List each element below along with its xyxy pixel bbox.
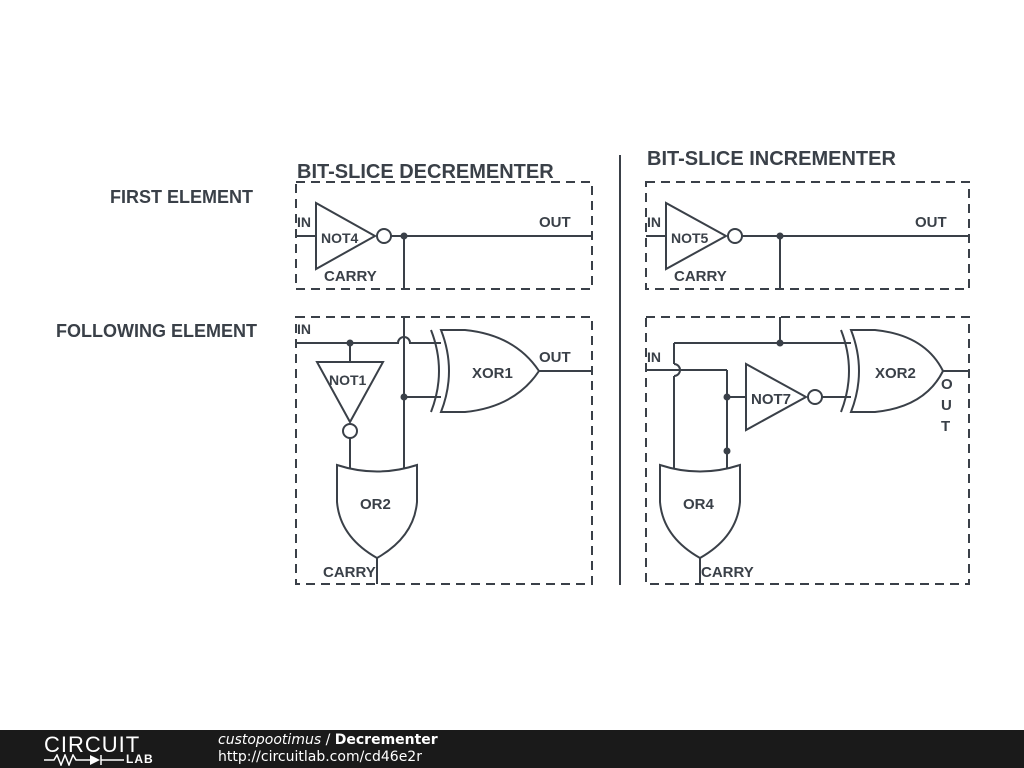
not-gate <box>315 201 378 271</box>
resistor-diode-icon <box>44 754 124 766</box>
in-label: IN <box>297 214 311 230</box>
or2-label: OR2 <box>360 496 391 513</box>
credit-separator: / <box>321 732 335 748</box>
out-vertical-t: T <box>941 418 950 435</box>
incrementer-heading: BIT-SLICE INCREMENTER <box>647 148 896 170</box>
or-gate <box>336 463 418 560</box>
out-vertical-o: O <box>941 376 953 393</box>
footer-bar: CIRCUIT LAB custopootimus / Decrementer … <box>0 730 1024 768</box>
not-gate <box>315 361 385 425</box>
not1-label: NOT1 <box>329 372 367 388</box>
xor-gate <box>849 329 945 413</box>
in-label: IN <box>647 214 661 230</box>
carry-label: CARRY <box>324 268 377 285</box>
circuit-schematic: BIT-SLICE DECREMENTER BIT-SLICE INCREMEN… <box>56 148 970 585</box>
not5-label: NOT5 <box>671 230 709 246</box>
not-gate <box>665 201 729 271</box>
first-element-label: FIRST ELEMENT <box>110 187 253 207</box>
in-label: IN <box>647 349 661 365</box>
circuitlab-logo-sub: LAB <box>126 752 154 766</box>
xor1-label: XOR1 <box>472 365 513 382</box>
circuit-url-link[interactable]: http://circuitlab.com/cd46e2r <box>218 749 422 765</box>
not-gate <box>745 362 809 432</box>
not7-label: NOT7 <box>751 391 791 408</box>
out-label: OUT <box>539 214 571 231</box>
in-label: IN <box>297 321 311 337</box>
xor2-label: XOR2 <box>875 365 916 382</box>
out-label: OUT <box>915 214 947 231</box>
following-element-label: FOLLOWING ELEMENT <box>56 321 257 341</box>
or4-label: OR4 <box>683 496 715 513</box>
carry-label: CARRY <box>701 564 754 581</box>
decrementer-following-box <box>295 316 593 585</box>
circuit-credit: custopootimus / Decrementer <box>218 732 438 748</box>
author-name[interactable]: custopootimus <box>218 732 322 748</box>
incrementer-following-element: IN NOT7 XOR2 O U T OR4 CARRY <box>646 317 969 584</box>
out-label: OUT <box>539 349 571 366</box>
circuitlab-logo-text[interactable]: CIRCUIT <box>44 732 141 757</box>
decrementer-following-element: IN NOT1 XOR1 OUT OR2 CARRY <box>296 317 592 584</box>
carry-label: CARRY <box>323 564 376 581</box>
out-vertical-u: U <box>941 397 952 414</box>
xor-gate <box>439 329 541 413</box>
or-gate <box>659 463 741 560</box>
incrementer-following-box <box>645 316 970 585</box>
incrementer-first-element: IN NOT5 OUT CARRY <box>646 201 969 289</box>
carry-label: CARRY <box>674 268 727 285</box>
circuit-title[interactable]: Decrementer <box>334 732 438 748</box>
not4-label: NOT4 <box>321 230 359 246</box>
decrementer-first-element: IN NOT4 OUT CARRY <box>296 201 592 289</box>
decrementer-heading: BIT-SLICE DECREMENTER <box>297 161 554 183</box>
